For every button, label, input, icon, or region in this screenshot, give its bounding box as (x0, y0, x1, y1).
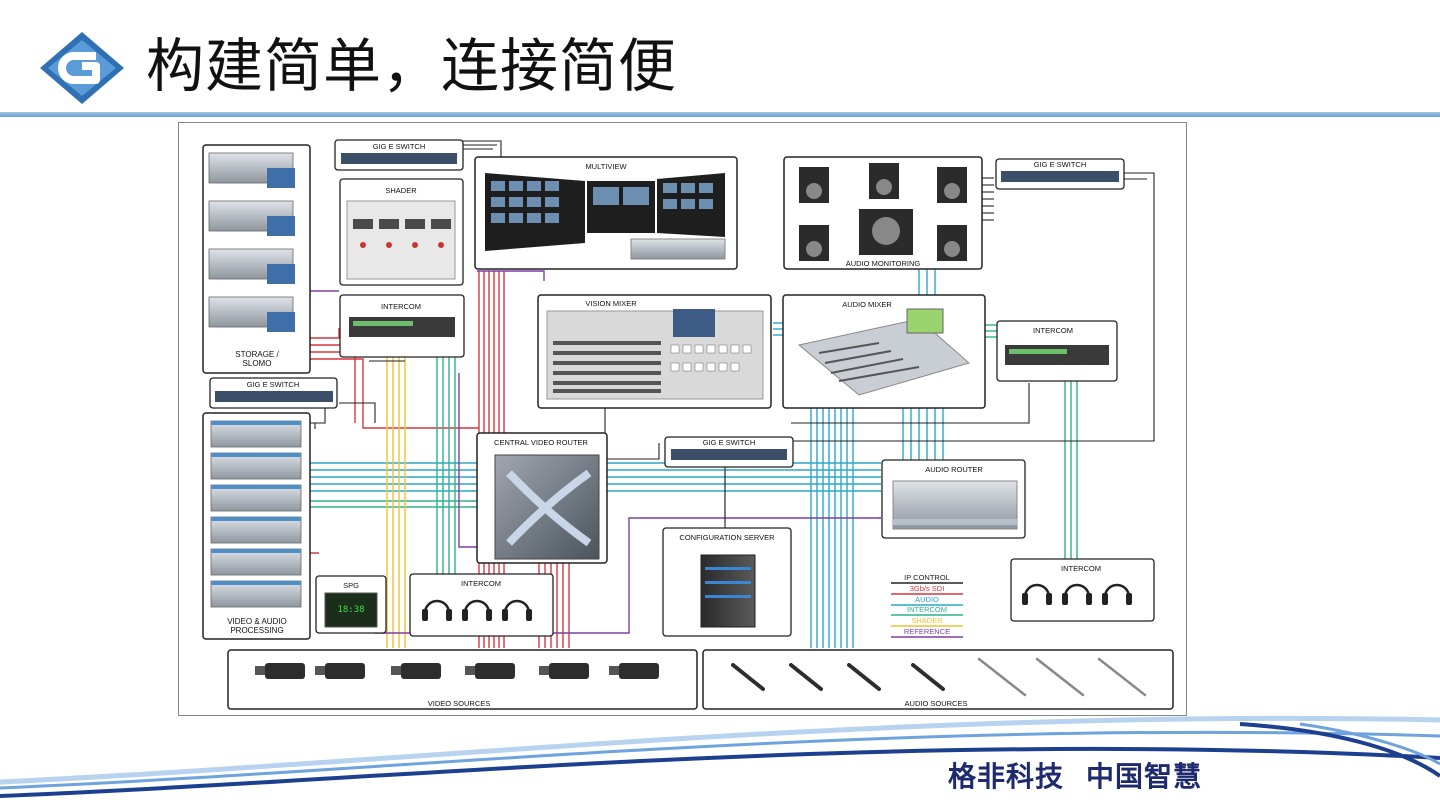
audio-mixer-label: AUDIO MIXER (842, 300, 892, 309)
video-sources-box: VIDEO SOURCES (227, 649, 698, 710)
audio-mixer-box: AUDIO MIXER (782, 294, 986, 409)
multiview-box: MULTIVIEW (474, 156, 738, 270)
footer-slogan: 格非科技中国智慧 (948, 755, 1202, 795)
audio-router-label: AUDIO ROUTER (925, 465, 983, 474)
intercom-bottom-right-label: INTERCOM (1061, 564, 1101, 573)
audio-monitoring-box: AUDIO MONITORING (783, 156, 983, 270)
vision-mixer-label: VISION MIXER (585, 299, 637, 308)
audio-sources-label: AUDIO SOURCES (905, 699, 968, 708)
spg-box: SPG 18:38 (315, 575, 387, 634)
gig-switch-top-right-label: GIG E SWITCH (1034, 160, 1087, 169)
intercom-bottom-left-box: INTERCOM (409, 573, 554, 637)
legend-ip-control: IP CONTROL (904, 573, 950, 582)
gig-switch-top-label: GIG E SWITCH (373, 142, 426, 151)
audio-sources-box: AUDIO SOURCES (702, 649, 1174, 710)
camera-icon (265, 663, 659, 679)
audio-monitoring-label: AUDIO MONITORING (846, 259, 921, 268)
company-logo-icon (40, 32, 124, 104)
intercom-right-box: INTERCOM (996, 320, 1118, 382)
slogan-tagline: 中国智慧 (1086, 760, 1203, 793)
slide-header: 构建简单，连接简便 (0, 0, 1440, 118)
intercom-bottom-left-label: INTERCOM (461, 579, 501, 588)
central-router-label: CENTRAL VIDEO ROUTER (494, 438, 588, 447)
storage-slomo-box: STORAGE / SLOMO (202, 144, 311, 374)
video-sources-label: VIDEO SOURCES (428, 699, 491, 708)
gig-switch-center-label: GIG E SWITCH (703, 438, 756, 447)
intercom-bottom-right-box: INTERCOM (1010, 558, 1155, 622)
shader-label: SHADER (385, 186, 417, 195)
processing-box: VIDEO & AUDIO PROCESSING (202, 412, 311, 640)
headset-icon (423, 599, 531, 614)
footer-swoosh-decoration (0, 715, 1440, 798)
spg-label: SPG (343, 581, 359, 590)
signal-legend: IP CONTROL 3Gb/s SDI AUDIO INTERCOM SHAD… (891, 573, 963, 638)
header-divider (0, 112, 1440, 117)
gig-switch-top: GIG E SWITCH (334, 139, 464, 171)
intercom-left-box: INTERCOM (339, 294, 465, 358)
microphone-icon (731, 663, 945, 691)
legend-audio: AUDIO (915, 595, 939, 604)
storage-label-2: SLOMO (243, 359, 272, 368)
shader-box: SHADER (339, 178, 464, 286)
broadcast-system-diagram: STORAGE / SLOMO GIG E SWITCH SHADER MULT… (178, 122, 1187, 716)
gig-switch-left: GIG E SWITCH (209, 377, 338, 409)
gig-switch-left-label: GIG E SWITCH (247, 380, 300, 389)
legend-sdi: 3Gb/s SDI (910, 584, 945, 593)
configuration-server-box: CONFIGURATION SERVER (662, 527, 792, 637)
diagram-canvas: STORAGE / SLOMO GIG E SWITCH SHADER MULT… (202, 139, 1174, 710)
multiview-label: MULTIVIEW (585, 162, 627, 171)
slide-title: 构建简单，连接简便 (146, 32, 678, 100)
processing-label-1: VIDEO & AUDIO (227, 617, 287, 626)
slogan-company: 格非科技 (948, 760, 1065, 793)
legend-shader: SHADER (911, 616, 943, 625)
processing-label-2: PROCESSING (230, 626, 283, 635)
config-server-label: CONFIGURATION SERVER (679, 533, 775, 542)
intercom-right-label: INTERCOM (1033, 326, 1073, 335)
spg-clock: 18:38 (337, 605, 364, 615)
central-video-router-box: CENTRAL VIDEO ROUTER (476, 432, 608, 564)
intercom-left-label: INTERCOM (381, 302, 421, 311)
legend-reference: REFERENCE (904, 627, 950, 636)
audio-router-box: AUDIO ROUTER (881, 459, 1026, 539)
gig-switch-top-right: GIG E SWITCH (995, 158, 1125, 190)
vision-mixer-box: VISION MIXER (537, 294, 772, 409)
storage-label-1: STORAGE / (235, 350, 279, 359)
legend-intercom: INTERCOM (907, 605, 947, 614)
gig-switch-center: GIG E SWITCH (664, 436, 794, 468)
headset-icon (1023, 583, 1131, 598)
